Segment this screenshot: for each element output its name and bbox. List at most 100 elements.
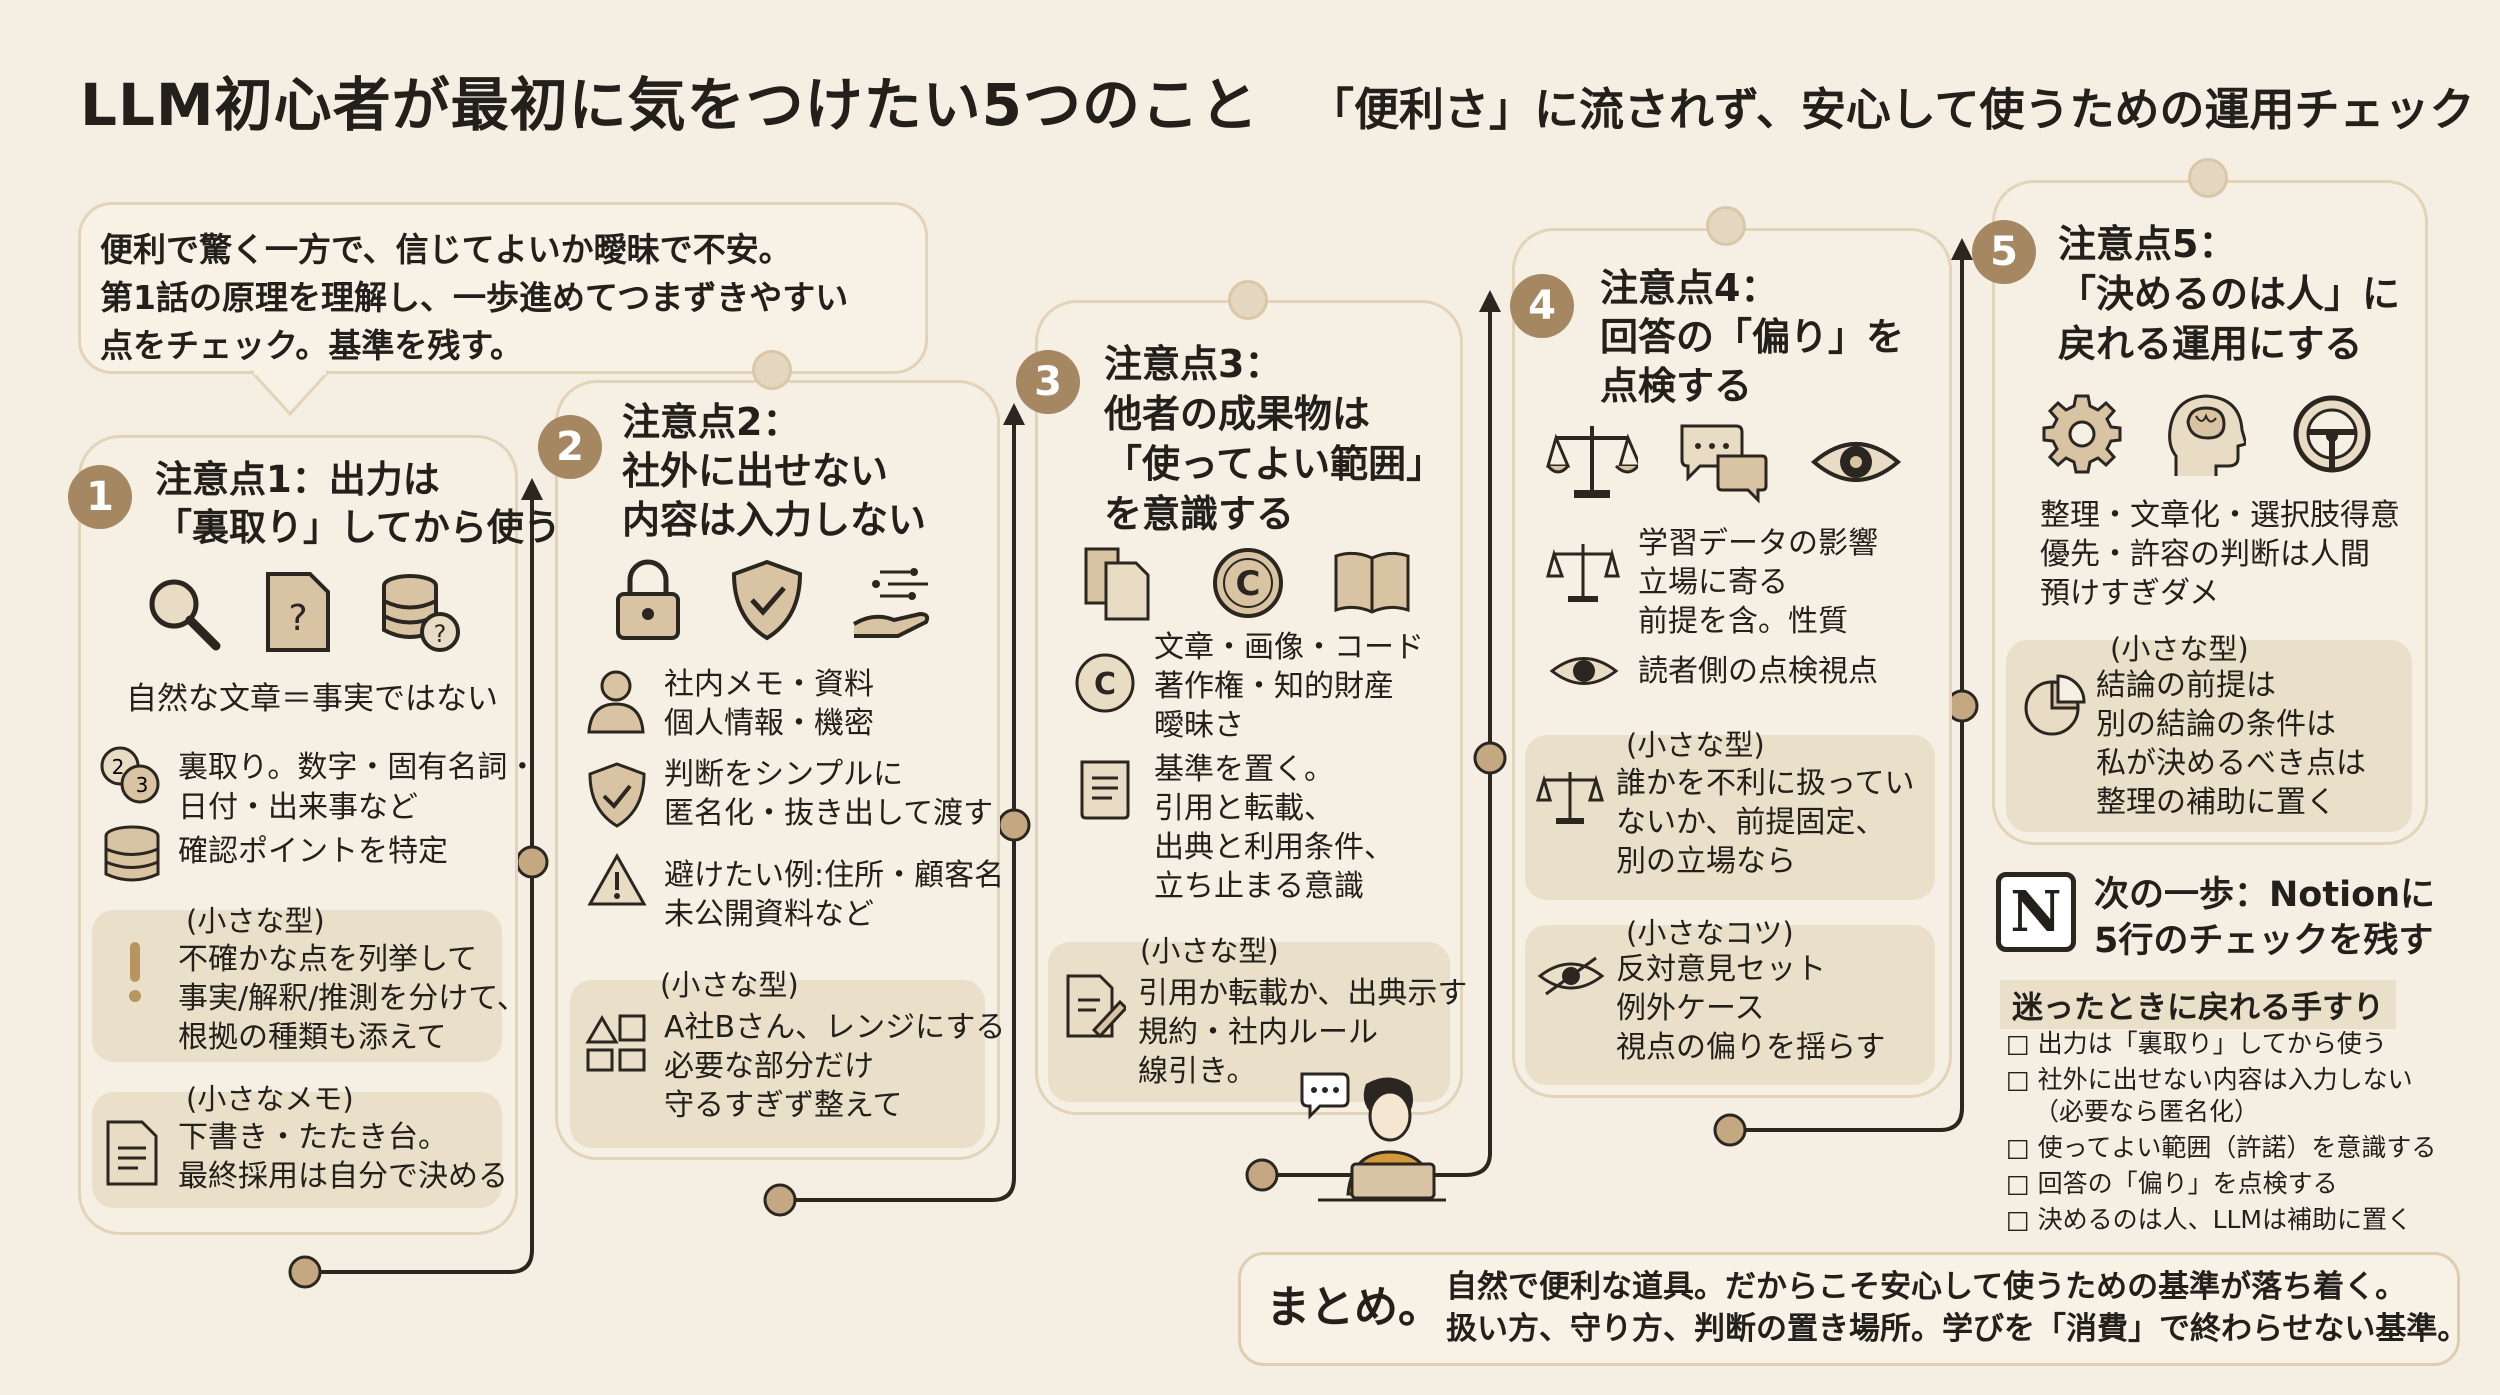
card-3-heading-4: を意識する [1104, 492, 1295, 536]
card-3-heading-2: 他者の成果物は [1104, 392, 1371, 436]
card-4-item-1-line-1: 学習データの影響 [1638, 526, 1878, 561]
svg-text:?: ? [434, 620, 447, 648]
checklist-item-4[interactable]: □ 回答の「偏り」を点検する [2006, 1169, 2338, 1198]
magnifier-icon [149, 579, 221, 651]
eye-icon [1810, 442, 1902, 482]
card-4-pattern-line-1: 誰かを不利に扱ってい [1616, 766, 1915, 801]
card-2-pattern-line-3: 守るすぎず整えて [664, 1088, 903, 1123]
card-1-item-2: 確認ポイントを特定 [178, 834, 448, 869]
copy-documents-icon [1084, 547, 1150, 621]
card-4-tip-label: (小さなコツ) [1626, 916, 1794, 950]
transform-icon [585, 1014, 646, 1072]
card-5-heading-1: 注意点5： [2058, 222, 2237, 266]
checklist-item-1[interactable]: □ 出力は「裏取り」してから使う [2006, 1029, 2387, 1058]
card-1-item-1-line-1: 裏取り。数字・固有名詞・ [178, 750, 538, 785]
shield-check-icon [731, 559, 803, 641]
card-5-item-1: 整理・文章化・選択肢得意 [2040, 498, 2400, 533]
eye-slash-icon [1537, 956, 1605, 996]
intro-line-3: 点をチェック。基準を残す。 [100, 326, 524, 365]
svg-text:?: ? [288, 598, 307, 639]
card-2-pattern-line-1: A社Bさん、レンジにする [664, 1010, 1006, 1045]
intro-line-1: 便利で驚く一方で、信じてよいか曖昧で不安。 [100, 230, 792, 269]
scroll-icon [1080, 760, 1130, 820]
card-4-tip-line-2: 例外ケース [1616, 991, 1765, 1026]
checklist-title: 迷ったときに戻れる手すり [2000, 980, 2396, 1029]
gear-icon [2042, 394, 2122, 474]
path-node-2 [763, 1183, 797, 1217]
card-3-heading-1: 注意点3： [1104, 342, 1283, 386]
book-icon [1334, 551, 1410, 614]
summary-box [1238, 1252, 2460, 1366]
exclamation-icon [129, 942, 141, 1002]
card-2-item-3-line-2: 未公開資料など [664, 897, 874, 932]
warning-icon [587, 852, 647, 906]
card-1-memo-pad [92, 1092, 502, 1208]
card-3-badge: 3 [1016, 350, 1080, 414]
card-1-memo-line-2: 最終採用は自分で決める [178, 1159, 508, 1194]
edit-document-icon [1066, 974, 1126, 1039]
copyright-icon: C [1213, 548, 1283, 618]
card-1-pattern-label: (小さな型) [186, 904, 325, 938]
card-3-knob [1228, 280, 1268, 320]
shield-small-icon [588, 762, 646, 828]
card-3-pattern-line-2: 規約・社内ルール [1138, 1015, 1378, 1050]
svg-text:C: C [1094, 667, 1116, 702]
page-title: LLM初心者が最初に気をつけたい5つのこと [80, 71, 1259, 139]
card-1-heading-2: 「裏取り」してから使う [155, 506, 561, 549]
card-4-heading-1: 注意点4： [1600, 266, 1779, 310]
card-1-item-1-line-2: 日付・出来事など [178, 790, 418, 825]
card-1-heading-1: 注意点1：出力は [155, 458, 440, 501]
page-subtitle: 「便利さ」に流されず、安心して使うための運用チェック [1309, 83, 2475, 136]
card-5-knob [2188, 158, 2228, 198]
card-3-item-2-line-4: 立ち止まる意識 [1154, 869, 1364, 904]
next-step-title-2: 5行のチェックを残す [2094, 921, 2434, 961]
hand-data-icon [852, 568, 930, 638]
card-1-pattern-line-1: 不確かな点を列挙して [178, 942, 478, 977]
card-3-item-2-line-2: 引用と転載、 [1154, 791, 1334, 826]
eye-small-icon [1549, 657, 1619, 685]
svg-text:C: C [1236, 564, 1261, 604]
card-4-item-2: 読者側の点検視点 [1638, 654, 1878, 689]
path-node-3 [997, 808, 1031, 842]
scales-pattern-icon [1536, 772, 1604, 824]
card-5-pattern-line-1: 結論の前提は [2096, 668, 2276, 703]
checklist-item-5[interactable]: □ 決めるのは人、LLMは補助に置く [2006, 1205, 2412, 1234]
coins-icon [104, 825, 160, 882]
card-3-pattern-line-3: 線引き。 [1138, 1054, 1257, 1089]
card-4-heading-3: 点検する [1600, 364, 1753, 408]
question-document-icon: ? [266, 572, 330, 652]
card-3-item-1-line-1: 文章・画像・コード [1154, 630, 1424, 665]
card-5-pattern-line-4: 整理の補助に置く [2096, 785, 2336, 820]
database-question-icon: ? [382, 574, 460, 652]
card-4-badge: 4 [1510, 274, 1574, 338]
copyright-small-icon: C [1075, 653, 1135, 713]
summary-label: まとめ。 [1266, 1282, 1442, 1333]
checklist-item-2-note: （必要なら匿名化） [2034, 1097, 2260, 1126]
summary-line-2: 扱い方、守り方、判断の置き場所。学びを「消費」で終わらせない基準。 [1446, 1311, 2469, 1347]
card-2-heading-3: 内容は入力しない [622, 498, 927, 542]
card-3-item-2-line-1: 基準を置く。 [1154, 752, 1334, 787]
intro-line-2: 第1話の原理を理解し、一歩進めてつまずきやすい [100, 278, 849, 317]
card-4-tip-line-3: 視点の偏りを揺らす [1616, 1030, 1886, 1065]
notion-logo-icon: N [1996, 872, 2076, 952]
summary-line-1: 自然で便利な道具。だからこそ安心して使うための基準が落ち着く。 [1446, 1269, 2407, 1305]
card-3-item-1-line-2: 著作権・知的財産 [1154, 669, 1394, 704]
steering-wheel-icon [2293, 395, 2371, 473]
card-2-item-1-line-2: 個人情報・機密 [664, 706, 874, 741]
next-step-title-1: 次の一歩：Notionに [2094, 875, 2436, 915]
card-4-knob [1706, 206, 1746, 246]
card-1-badge: 1 [68, 465, 132, 529]
card-1-pattern-line-2: 事実/解釈/推測を分けて、 [178, 981, 527, 1016]
card-3-pattern-label: (小さな型) [1140, 934, 1279, 968]
card-2-heading-1: 注意点2： [622, 400, 801, 444]
note-icon [106, 1120, 158, 1186]
person-laptop-illustration [1300, 1072, 1446, 1202]
checklist-item-2[interactable]: □ 社外に出せない内容は入力しない [2006, 1065, 2413, 1094]
card-1-pattern-line-3: 根拠の種類も添えて [178, 1020, 447, 1055]
card-4-item-1-line-2: 立場に寄る [1638, 565, 1788, 600]
card-3-pattern-line-1: 引用か転載か、出典示す [1138, 976, 1468, 1011]
checklist-item-3[interactable]: □ 使ってよい範囲（許諾）を意識する [2006, 1133, 2437, 1162]
card-5-badge: 5 [1972, 220, 2036, 284]
card-4-pattern-label: (小さな型) [1626, 728, 1765, 762]
